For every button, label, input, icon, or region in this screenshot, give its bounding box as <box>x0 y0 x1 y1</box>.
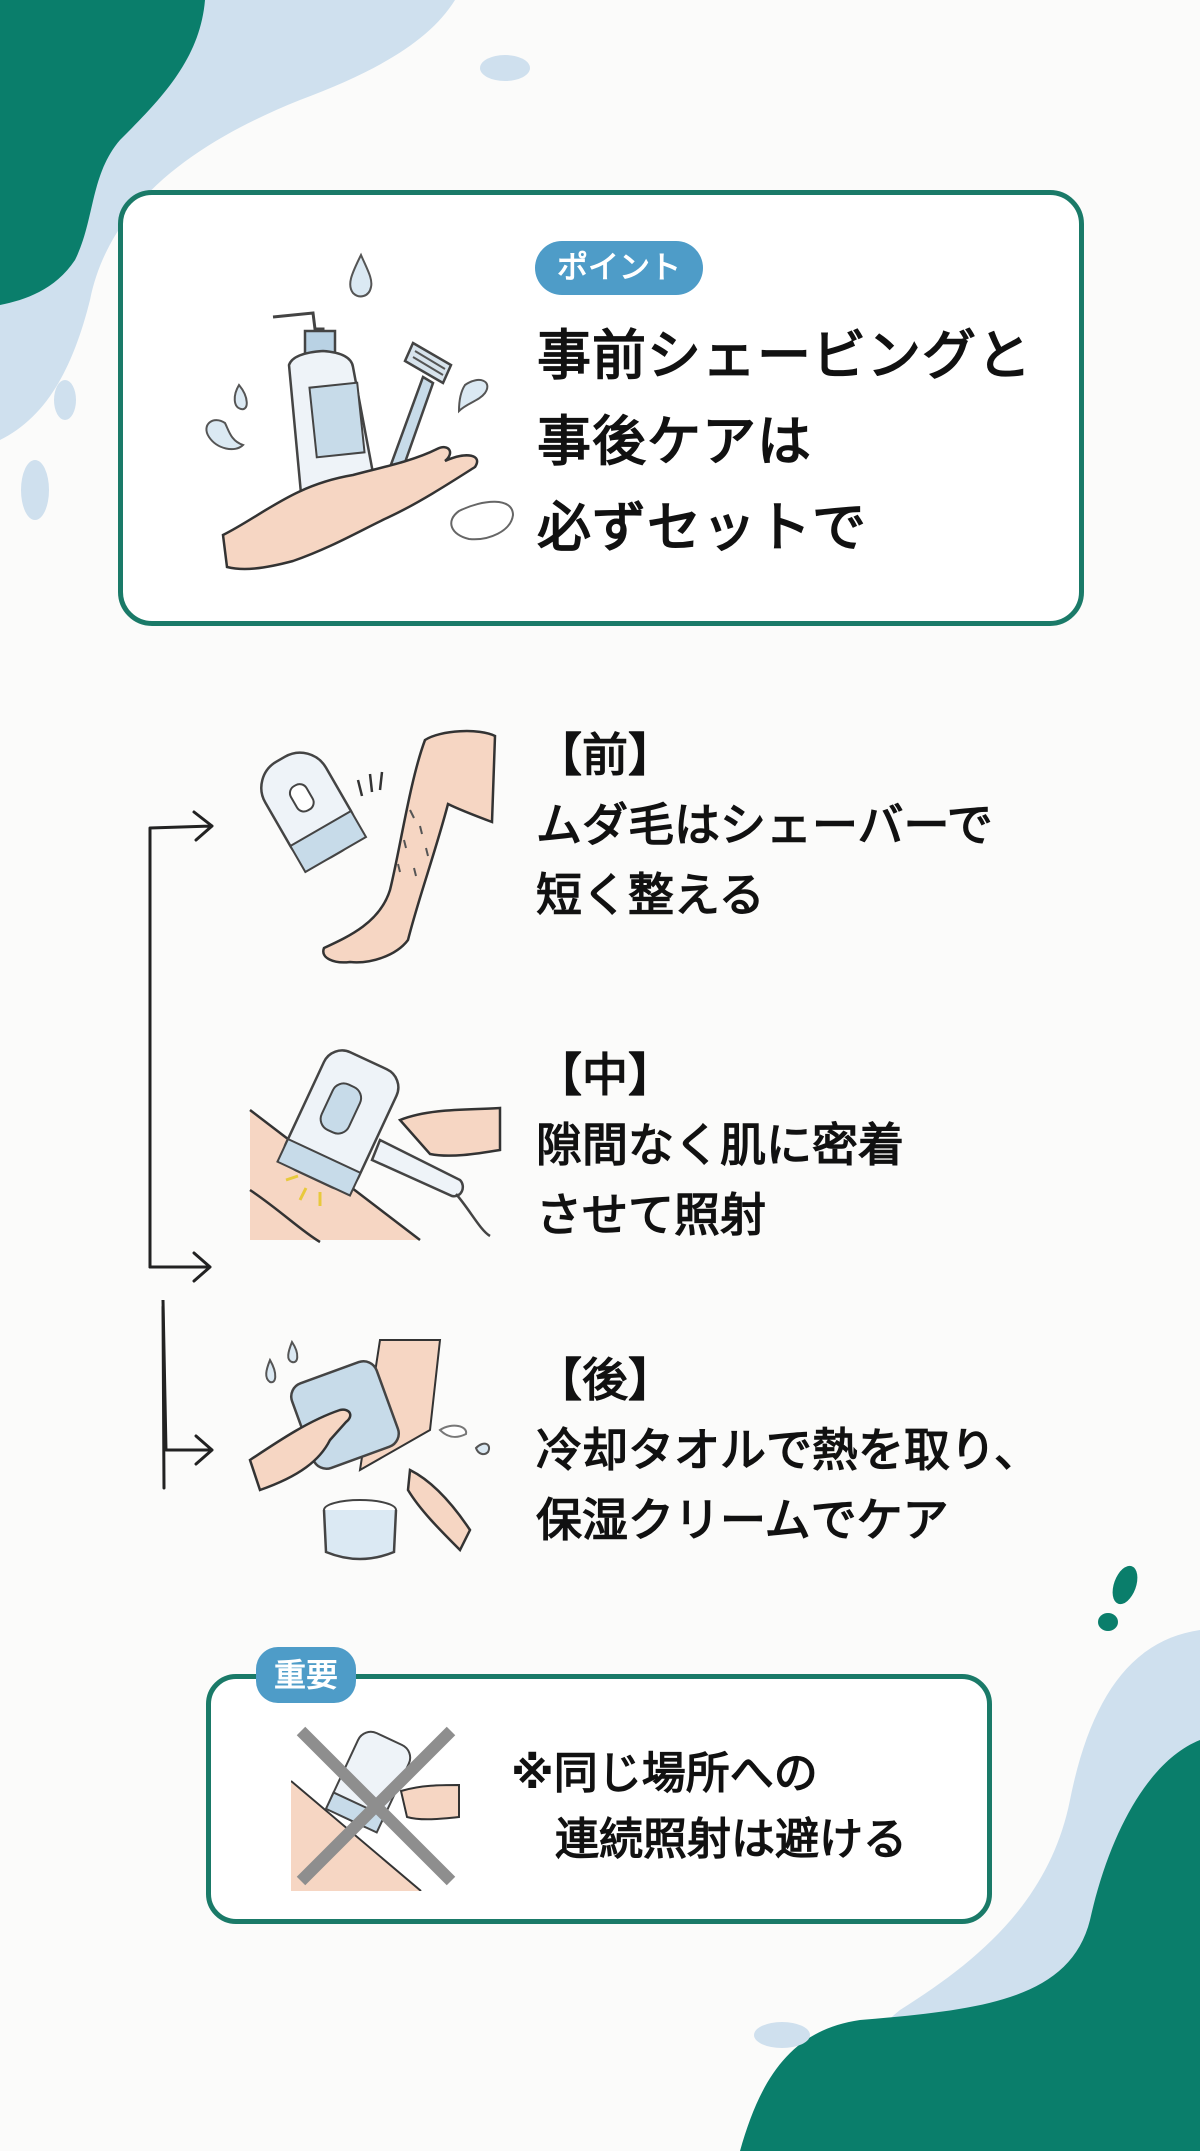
step-line: 冷却タオルで熱を取り、 <box>536 1423 1041 1477</box>
point-title-line: 事後ケアは <box>537 410 812 473</box>
droplet-top <box>480 55 530 81</box>
step-after: 【後】 冷却タオルで熱を取り、 保湿クリームでケア <box>0 1330 1200 1580</box>
step-line: させて照射 <box>536 1188 766 1242</box>
step-during-text: 【中】 隙間なく肌に密着 させて照射 <box>536 1040 904 1250</box>
step-before-text: 【前】 ムダ毛はシェーバーで 短く整える <box>536 720 993 930</box>
warning-card: ※同じ場所への 連続照射は避ける <box>206 1674 992 1924</box>
towel-cream-illustration <box>248 1339 490 1561</box>
step-after-text: 【後】 冷却タオルで熱を取り、 保湿クリームでケア <box>536 1345 1040 1555</box>
crossed-out-device-icon <box>291 1726 460 1891</box>
step-line: 短く整える <box>536 868 765 922</box>
warning-text: ※同じ場所への 連続照射は避ける <box>511 1741 907 1873</box>
droplet-green-1 <box>1112 1565 1138 1605</box>
step-label: 【後】 <box>536 1353 674 1407</box>
blob-green-top-left <box>0 0 205 305</box>
point-title-line: 必ずセットで <box>537 496 867 559</box>
droplet-left <box>54 380 76 420</box>
point-title-line: 事前シェービングと <box>537 324 1032 387</box>
step-line: 保湿クリームでケア <box>536 1493 949 1547</box>
arrow-to-after-tail <box>161 1300 214 1466</box>
step-during: 【中】 隙間なく肌に密着 させて照射 <box>0 1030 1200 1270</box>
droplet-green-2 <box>1098 1613 1118 1631</box>
droplet-left-2 <box>21 460 49 520</box>
warning-line: 連続照射は避ける <box>511 1814 907 1865</box>
ipl-device-illustration <box>249 1049 502 1244</box>
step-before: 【前】 ムダ毛はシェーバーで 短く整える <box>0 700 1200 980</box>
droplet-light-bottom <box>754 2022 810 2048</box>
warning-line: ※同じ場所への <box>511 1748 818 1799</box>
point-badge: ポイント <box>535 241 703 295</box>
step-line: 隙間なく肌に密着 <box>536 1118 904 1172</box>
important-badge: 重要 <box>256 1647 357 1703</box>
step-label: 【前】 <box>536 728 674 782</box>
step-label: 【中】 <box>536 1048 674 1102</box>
arrow-to-during <box>148 1251 212 1283</box>
step-line: ムダ毛はシェーバーで <box>536 798 993 852</box>
point-title: 事前シェービングと 事後ケアは 必ずセットで <box>537 313 1032 571</box>
shaver-leg-illustration <box>260 729 497 964</box>
blob-green-bottom-right <box>740 1740 1200 2151</box>
arrow-to-before <box>148 810 214 1269</box>
lotion-razor-hand-illustration <box>205 252 515 571</box>
point-card: ポイント 事前シェービングと 事後ケアは 必ずセットで <box>118 190 1084 626</box>
